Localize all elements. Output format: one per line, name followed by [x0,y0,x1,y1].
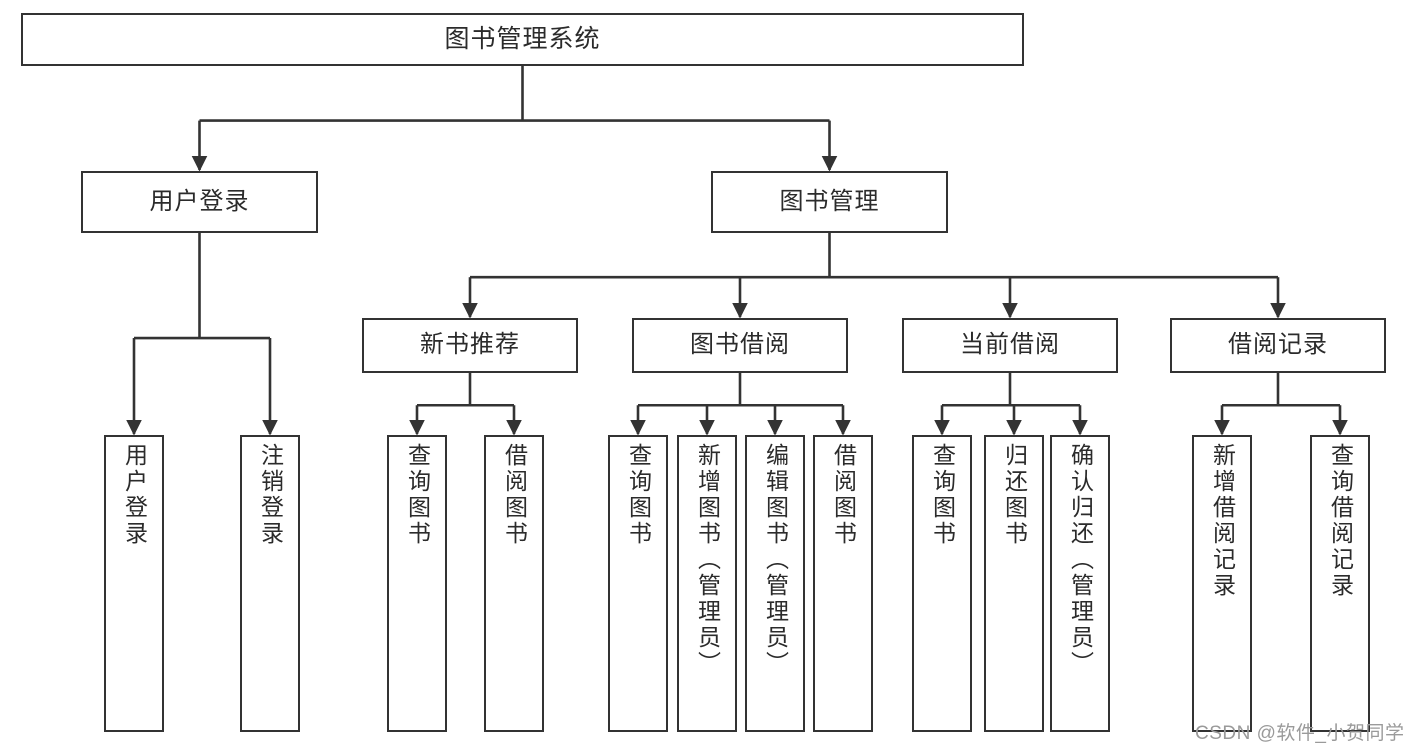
node-label: 归还图书 [1001,443,1028,547]
node-label: 借阅记录 [1228,331,1328,359]
leaf-user-login[interactable]: 用户登录 [104,435,164,732]
node-label: 新书推荐 [420,331,520,359]
leaf-add-book[interactable]: 新增图书（管理员） [677,435,737,732]
node-label: 图书管理 [779,187,880,215]
node-label: 借阅图书 [501,443,528,547]
node-label: 查询图书 [404,443,431,547]
leaf-edit-book[interactable]: 编辑图书（管理员） [745,435,805,732]
node-current-borrow[interactable]: 当前借阅 [902,318,1118,373]
node-label: 用户登录 [121,443,148,547]
node-user-login[interactable]: 用户登录 [81,171,318,233]
node-label: 图书借阅 [690,331,790,359]
leaf-query-book-2[interactable]: 查询图书 [608,435,668,732]
leaf-query-record[interactable]: 查询借阅记录 [1310,435,1370,732]
node-label: 查询借阅记录 [1327,443,1354,599]
node-book-borrow[interactable]: 图书借阅 [632,318,848,373]
leaf-borrow-book-1[interactable]: 借阅图书 [484,435,544,732]
node-borrow-record[interactable]: 借阅记录 [1170,318,1386,373]
leaf-logout-login[interactable]: 注销登录 [240,435,300,732]
leaf-confirm-return[interactable]: 确认归还（管理员） [1050,435,1110,732]
leaf-borrow-book-2[interactable]: 借阅图书 [813,435,873,732]
node-label: 查询图书 [625,443,652,547]
node-book-manage[interactable]: 图书管理 [711,171,948,233]
node-label: 新增借阅记录 [1209,443,1236,599]
leaf-query-book-3[interactable]: 查询图书 [912,435,972,732]
node-root[interactable]: 图书管理系统 [21,13,1024,66]
node-label: 当前借阅 [960,331,1060,359]
leaf-query-book-1[interactable]: 查询图书 [387,435,447,732]
node-label: 新增图书（管理员） [694,443,721,677]
node-new-book-recommend[interactable]: 新书推荐 [362,318,578,373]
node-label: 编辑图书（管理员） [762,443,789,677]
watermark: CSDN @软件_小贺同学 [1195,723,1405,744]
leaf-return-book[interactable]: 归还图书 [984,435,1044,732]
node-label: 图书管理系统 [444,24,601,53]
node-label: 注销登录 [257,443,284,547]
node-label: 查询图书 [929,443,956,547]
node-label: 借阅图书 [830,443,857,547]
node-label: 确认归还（管理员） [1067,443,1094,677]
node-label: 用户登录 [149,187,250,215]
leaf-add-record[interactable]: 新增借阅记录 [1192,435,1252,732]
